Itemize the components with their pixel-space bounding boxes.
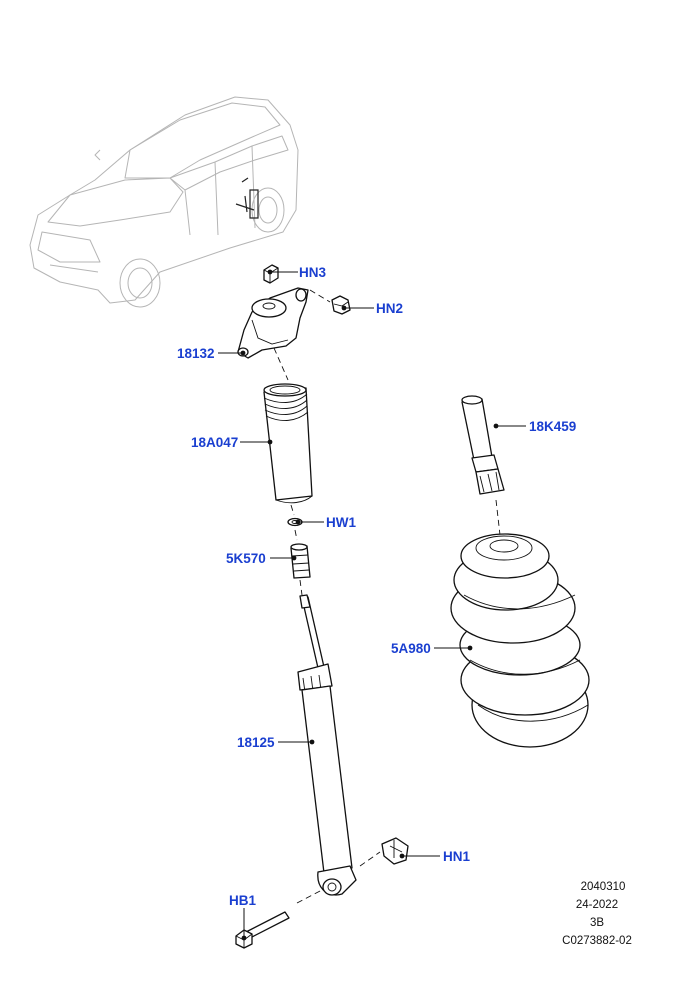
vehicle-illustration	[29, 96, 299, 308]
reference-code: C0273882-02	[562, 935, 632, 947]
shock-absorber-18125[interactable]	[297, 594, 357, 896]
upper-mount-bracket-18132[interactable]	[237, 287, 309, 359]
bump-stop-5k570[interactable]	[290, 543, 311, 579]
reference-block: 2040310 24-2022 3B C0273882-02	[562, 881, 632, 947]
callout-18132: 18132	[177, 346, 215, 361]
adaptor-18k459[interactable]	[461, 395, 505, 495]
callout-18125: 18125	[237, 735, 275, 750]
callout-hn1: HN1	[443, 849, 470, 864]
dust-cover-18a047[interactable]	[263, 383, 313, 504]
callout-5a980: 5A980	[391, 641, 431, 656]
reference-section: 3B	[590, 917, 604, 929]
callout-hn2: HN2	[376, 301, 403, 316]
callout-18k459: 18K459	[529, 419, 576, 434]
callout-hn3: HN3	[299, 265, 326, 280]
callout-5k570: 5K570	[226, 551, 266, 566]
air-spring-5a980[interactable]	[450, 533, 590, 748]
bolt-hb1[interactable]	[235, 911, 290, 949]
nut-hn2[interactable]	[331, 295, 351, 315]
reference-number: 2040310	[581, 881, 626, 893]
nut-hn1[interactable]	[381, 837, 409, 865]
leader-lines	[218, 269, 526, 941]
callout-18a047: 18A047	[191, 435, 238, 450]
reference-date: 24-2022	[576, 899, 618, 911]
callout-hb1: HB1	[229, 893, 256, 908]
callout-hw1: HW1	[326, 515, 356, 530]
assembly-axis-lines	[273, 289, 501, 904]
